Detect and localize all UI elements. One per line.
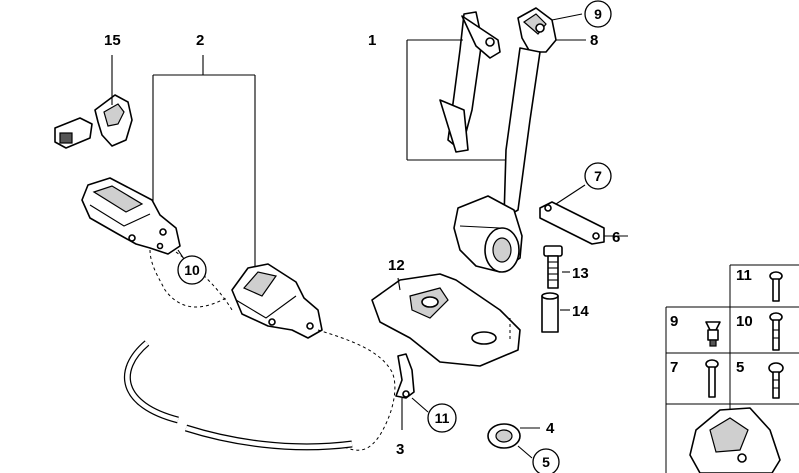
- callout-14: 14: [572, 303, 589, 320]
- legend-screw-5: [768, 362, 784, 399]
- callout-5: 5: [542, 454, 550, 470]
- callout-15: 15: [104, 32, 121, 49]
- part-1-belt-strap: [406, 11, 505, 161]
- part-6-mounting-plate: [539, 184, 628, 245]
- part-14-spacer-sleeve: [541, 292, 570, 333]
- legend-screw-11: [769, 271, 783, 302]
- callout-13: 13: [572, 265, 589, 282]
- callout-6: 6: [612, 229, 620, 246]
- callout-5-circle: 5: [532, 448, 560, 473]
- callout-7-circle: 7: [584, 162, 612, 190]
- callout-8: 8: [590, 32, 598, 49]
- callout-9: 9: [594, 6, 602, 22]
- legend-9: 9: [670, 313, 678, 330]
- legend-10: 10: [736, 313, 753, 330]
- callout-11-circle: 11: [427, 403, 457, 433]
- legend-11: 11: [736, 267, 752, 284]
- cable-sleeve: [123, 340, 353, 451]
- part-12-bracket-plate: [371, 273, 521, 367]
- part-2-buckle-left: [81, 177, 181, 255]
- callout-7: 7: [594, 168, 602, 184]
- part-4-grommet: [487, 423, 540, 449]
- hardware-legend: 11 9 10 7 5: [665, 264, 799, 473]
- part-2-buckle-right: [231, 263, 323, 339]
- part-8-belt-guide: [517, 7, 586, 53]
- part-15-connector-bracket: [54, 55, 133, 149]
- part-3-clip: [395, 353, 415, 430]
- legend-partial-bracket: [689, 407, 781, 473]
- callout-labels: 15 2 1 8 6 12 13 14 3 4: [104, 32, 620, 458]
- callout-11: 11: [435, 410, 450, 426]
- part-13-bolt: [543, 245, 570, 289]
- callout-9-circle: 9: [584, 0, 612, 28]
- callout-10-circle: 10: [177, 255, 207, 285]
- callout-12: 12: [388, 257, 405, 274]
- callout-1: 1: [368, 32, 376, 49]
- callout-3: 3: [396, 441, 404, 458]
- callout-4: 4: [546, 420, 555, 437]
- callout-2: 2: [196, 32, 204, 49]
- part-1-lower-strap: [503, 47, 541, 219]
- legend-rivet-9: [705, 321, 721, 347]
- legend-screw-10: [769, 312, 783, 351]
- callout-10: 10: [184, 262, 200, 278]
- part-2-leader-lines: [152, 55, 256, 268]
- legend-bolt-7: [705, 359, 719, 398]
- legend-7: 7: [670, 359, 678, 376]
- retractor-reel: [453, 195, 523, 273]
- legend-5: 5: [736, 359, 744, 376]
